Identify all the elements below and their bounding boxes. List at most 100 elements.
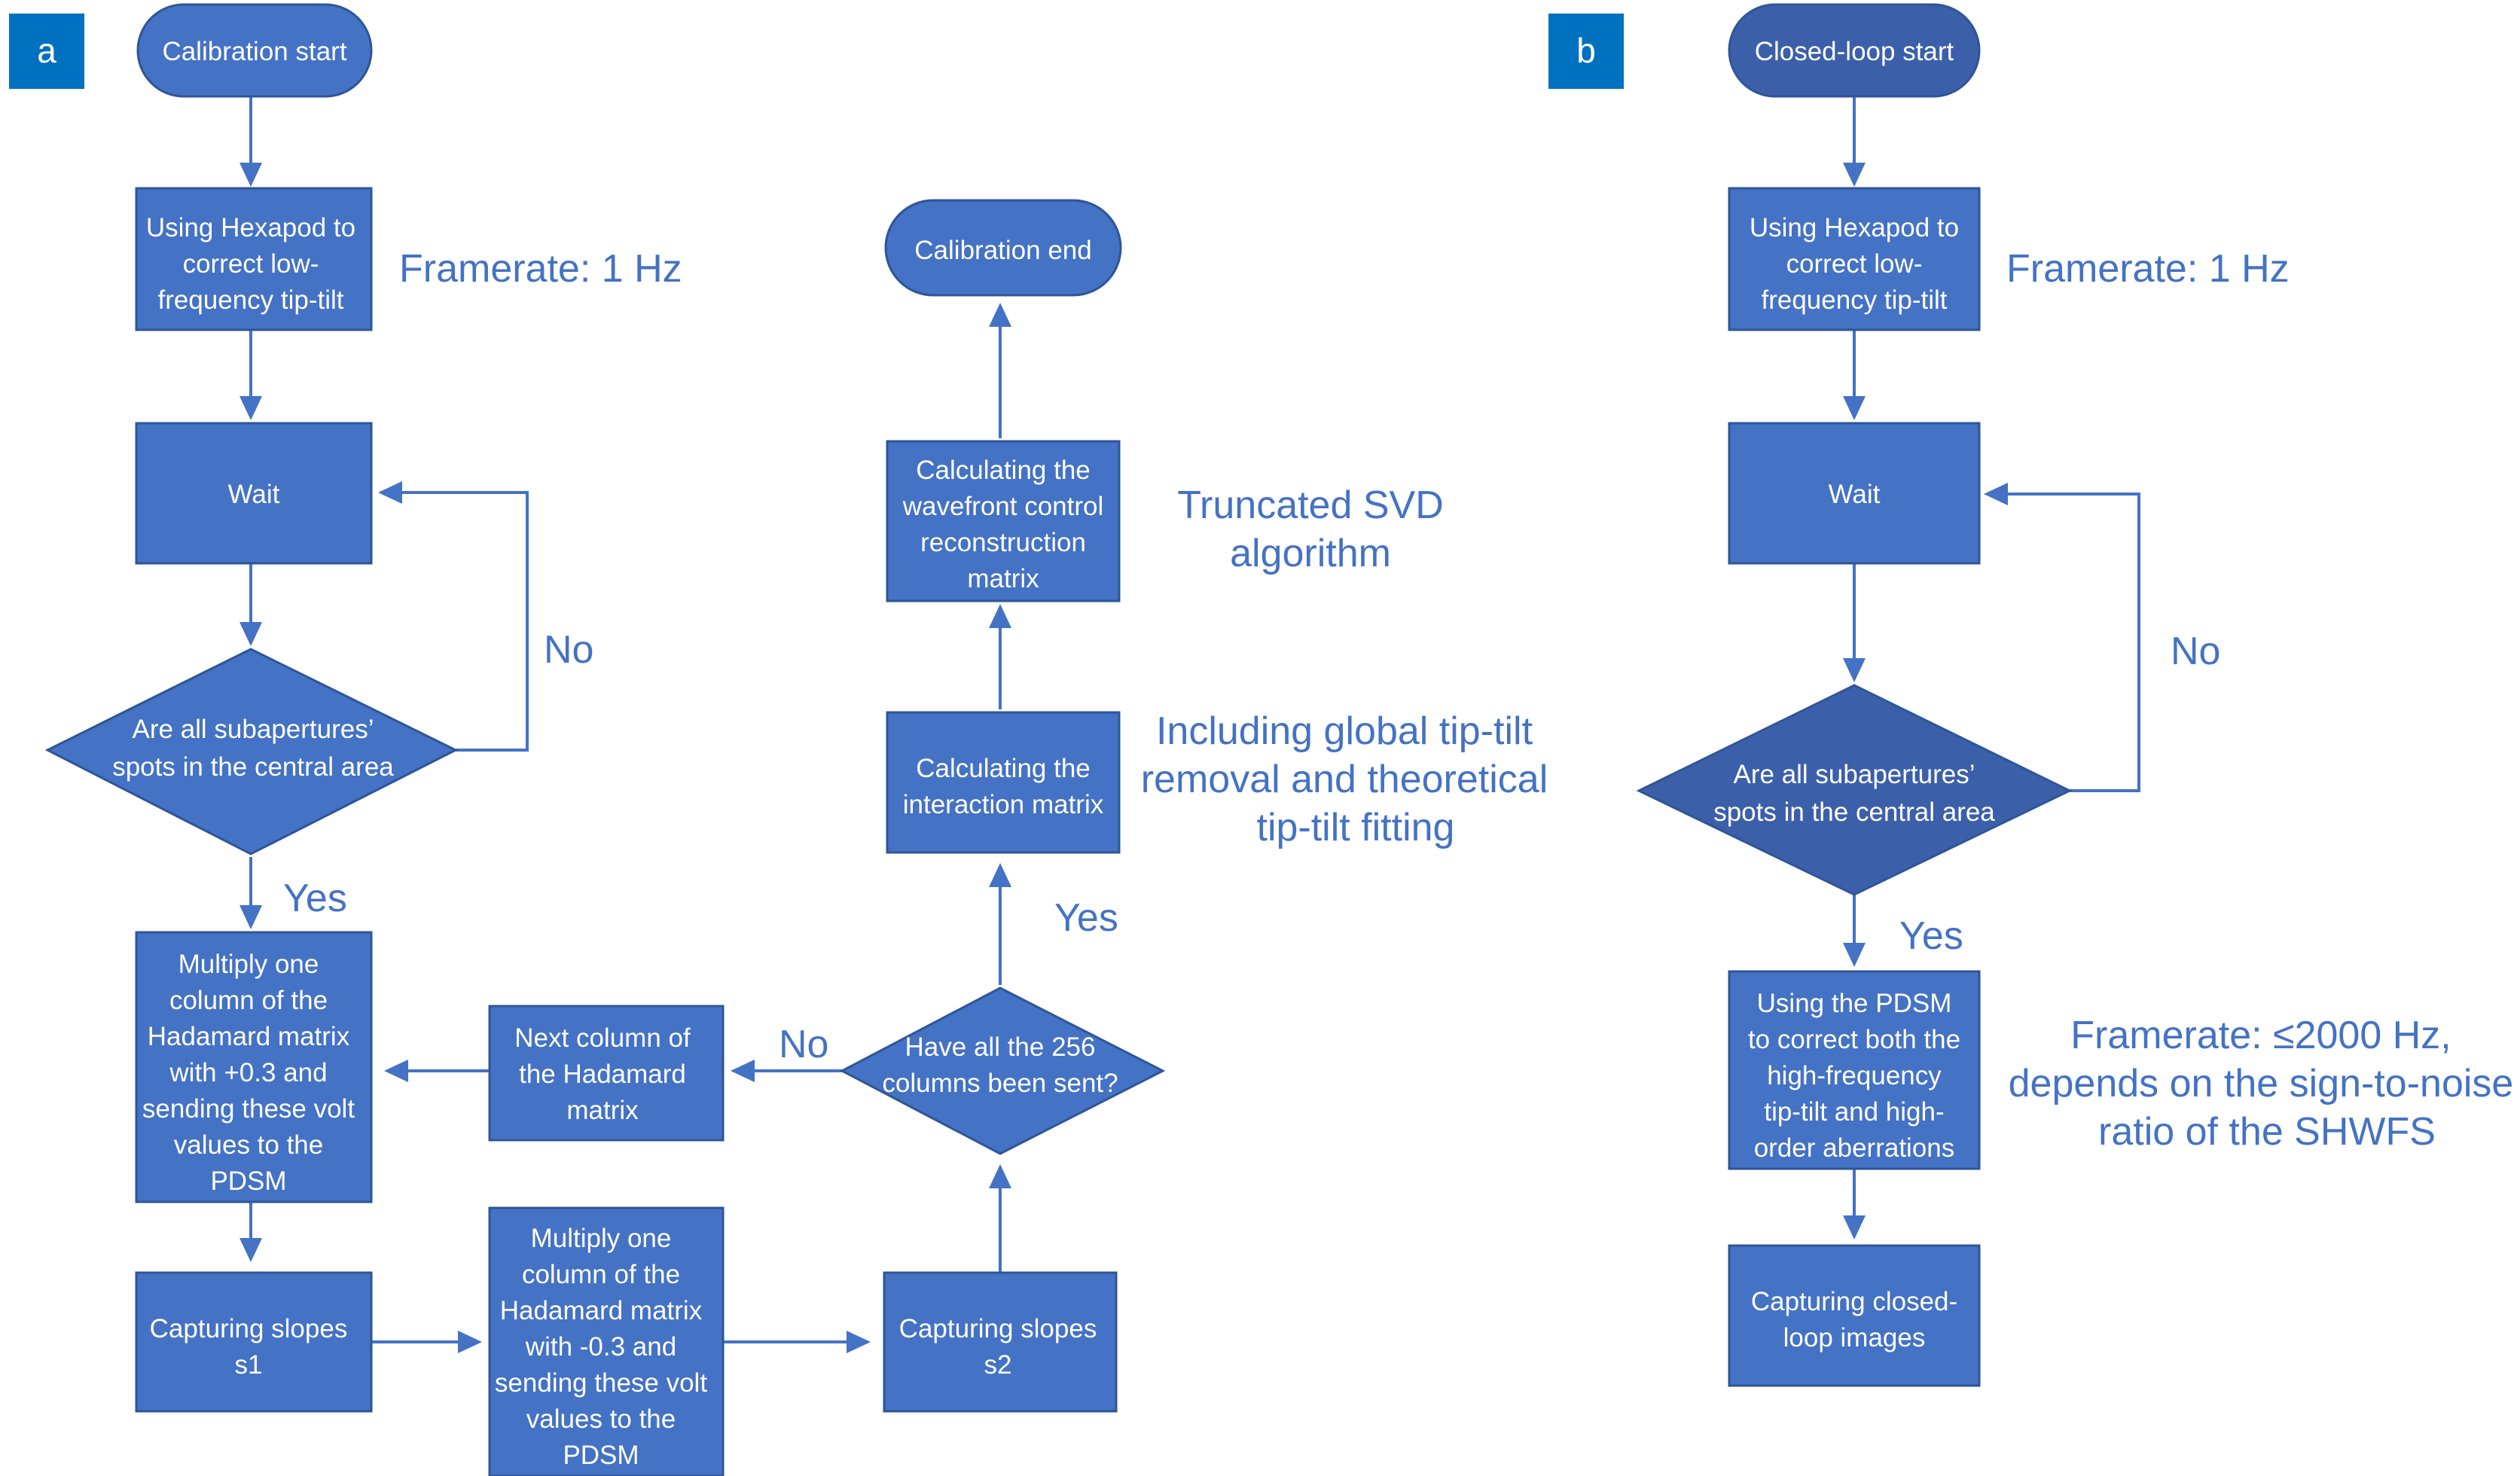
decision-columns-line: Have all the 256	[905, 1032, 1096, 1062]
multiply-plus-line: Multiply one	[178, 950, 319, 979]
panel-a: a	[9, 3, 1548, 1476]
panel-b-tag	[1548, 14, 1624, 89]
calibration-end-node	[884, 199, 1122, 297]
yes-label: Yes	[283, 877, 347, 920]
panel-b: b Closed-loop start Using Hexapod to cor…	[1548, 3, 2514, 1387]
panel-a-label: a	[37, 31, 56, 70]
svd-annotation-line: Truncated SVD	[1177, 483, 1444, 527]
panel-b-arrowheads	[1843, 163, 2008, 1240]
arrowhead	[1843, 943, 1866, 967]
yes-label: Yes	[1899, 914, 1963, 958]
multiply-minus-line: values to the	[526, 1404, 676, 1434]
next-column-line: the Hadamard	[519, 1060, 686, 1089]
hexapod-correction-line: frequency tip-tilt	[1761, 285, 1947, 315]
capture-closed-loop-line: loop images	[1783, 1323, 1926, 1352]
closed-loop-start-label: Closed-loop start	[1755, 37, 1954, 66]
arrowhead	[458, 1331, 482, 1353]
multiply-minus-node	[488, 1206, 725, 1476]
no-label-2: No	[779, 1023, 828, 1066]
hexapod-correction-line: Using Hexapod to	[146, 213, 355, 242]
closed-loop-start-node	[1728, 3, 1981, 98]
wait-label: Wait	[1829, 480, 1881, 509]
capture-closed-loop-line: Capturing closed-	[1751, 1287, 1957, 1316]
arrowhead	[989, 604, 1011, 628]
arrowhead	[239, 905, 262, 929]
hexapod-correction-line: correct low-	[183, 249, 319, 279]
interaction-matrix-line: interaction matrix	[903, 790, 1104, 819]
arrowhead	[731, 1060, 755, 1082]
arrowhead	[384, 1060, 408, 1082]
wait-node	[1728, 422, 1981, 565]
arrowhead	[1843, 163, 1866, 187]
interaction-matrix-node	[886, 711, 1121, 854]
decision-spots-line: spots in the central area	[112, 752, 394, 782]
decision-spots-node	[1636, 684, 2073, 896]
arrowhead	[989, 1164, 1011, 1188]
interaction-matrix-line: Calculating the	[916, 754, 1091, 783]
reconstruction-matrix-node	[886, 440, 1121, 602]
multiply-plus-line: column of the	[169, 986, 328, 1015]
no-label: No	[544, 628, 593, 672]
decision-spots-line: Are all subapertures’	[1734, 760, 1975, 789]
arrowhead	[1984, 483, 2008, 505]
decision-columns-node	[839, 987, 1166, 1155]
capture-s1-line: Capturing slopes	[150, 1314, 348, 1343]
hexapod-correction-line: frequency tip-tilt	[157, 285, 343, 315]
capture-closed-loop-node	[1728, 1244, 1981, 1387]
pdsm-annotation-line: Framerate: ≤2000 Hz,	[2070, 1014, 2451, 1057]
arrowhead	[989, 303, 1011, 327]
reconstruction-matrix-line: matrix	[967, 564, 1039, 593]
pdsm-annotation-line: ratio of the SHWFS	[2098, 1110, 2436, 1154]
decision-columns-line: columns been sent?	[882, 1069, 1118, 1098]
hexapod-correction-line: Using Hexapod to	[1750, 213, 1959, 242]
hexapod-correction-node	[1728, 187, 1981, 331]
calibration-start-label: Calibration start	[162, 37, 346, 66]
capture-s2-node	[883, 1271, 1118, 1413]
multiply-minus-line: with -0.3 and	[525, 1332, 676, 1362]
edge-decision-no-loop	[383, 491, 529, 752]
calibration-start-node	[136, 3, 373, 98]
multiply-plus-node	[135, 931, 373, 1203]
edge-decision-no-loop	[1988, 493, 2140, 792]
arrowhead	[239, 396, 262, 420]
arrowhead	[1843, 396, 1866, 420]
pdsm-correction-line: Using the PDSM	[1757, 989, 1952, 1018]
multiply-plus-line: Hadamard matrix	[148, 1022, 350, 1051]
multiply-plus-line: values to the	[174, 1130, 323, 1160]
calibration-end-label: Calibration end	[914, 236, 1091, 265]
reconstruction-matrix-line: wavefront control	[902, 492, 1104, 521]
next-column-node	[488, 1005, 725, 1142]
next-column-line: Next column of	[514, 1023, 691, 1053]
multiply-minus-line: column of the	[522, 1260, 680, 1289]
arrowhead	[1843, 1215, 1866, 1240]
next-column-line: matrix	[566, 1096, 639, 1125]
decision-spots-node	[44, 648, 459, 855]
multiply-minus-line: Hadamard matrix	[500, 1296, 703, 1325]
no-label: No	[2171, 630, 2220, 673]
capture-s1-node	[135, 1271, 373, 1413]
pdsm-annotation-line: depends on the sign-to-noise	[2009, 1062, 2514, 1105]
panel-b-label: b	[1576, 31, 1596, 70]
capture-s2-line: Capturing slopes	[899, 1314, 1097, 1343]
reconstruction-matrix-line: Calculating the	[916, 456, 1091, 485]
arrowhead	[1843, 658, 1866, 682]
pdsm-correction-line: tip-tilt and high-	[1764, 1097, 1944, 1127]
pdsm-correction-line: high-frequency	[1767, 1061, 1942, 1090]
capture-s1-line: s1	[235, 1350, 263, 1380]
multiply-plus-line: PDSM	[210, 1166, 286, 1196]
arrowhead	[378, 481, 402, 504]
wait-node	[135, 422, 373, 565]
wait-label: Wait	[228, 480, 280, 509]
multiply-minus-line: Multiply one	[531, 1224, 672, 1253]
multiply-plus-line: sending these volt	[142, 1094, 355, 1124]
decision-spots-line: spots in the central area	[1713, 797, 1995, 827]
interaction-annotation-line: removal and theoretical	[1141, 758, 1548, 801]
reconstruction-matrix-line: reconstruction	[920, 528, 1086, 557]
pdsm-correction-line: to correct both the	[1748, 1025, 1960, 1054]
multiply-minus-line: sending these volt	[495, 1368, 707, 1398]
capture-s2-line: s2	[984, 1350, 1012, 1380]
multiply-plus-line: with +0.3 and	[169, 1058, 327, 1087]
hexapod-correction-node	[135, 187, 373, 331]
arrowhead	[847, 1331, 871, 1353]
